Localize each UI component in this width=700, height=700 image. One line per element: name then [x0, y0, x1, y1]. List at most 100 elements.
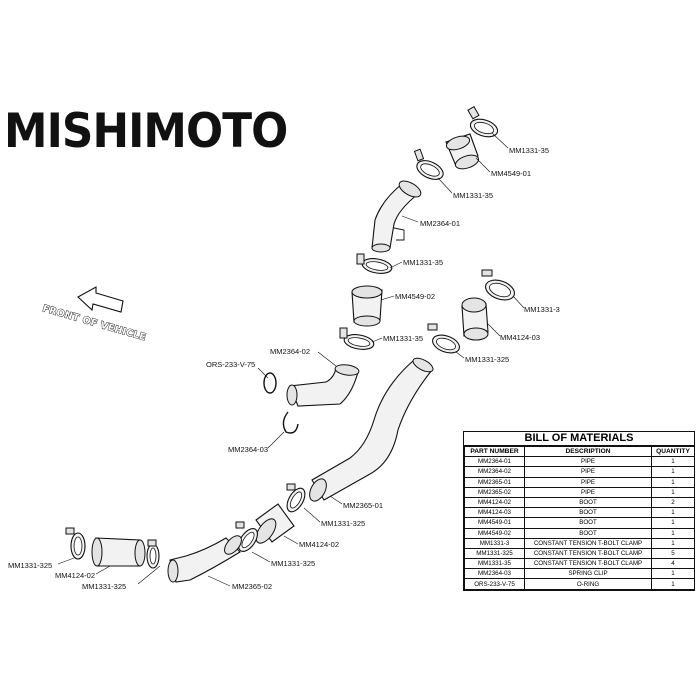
bom-part-number: MM2365-02 [464, 486, 525, 498]
bom-part-number: MM2364-03 [464, 568, 525, 580]
callout-boot-mm4124-02-mid: MM4124-02 [299, 540, 339, 549]
bom-part-number: MM1331-35 [464, 558, 525, 570]
callout-clamp-mm1331-3: MM1331-3 [524, 305, 560, 314]
callout-spring-clip: MM2364-03 [228, 445, 268, 454]
callout-pipe-mm2364-02: MM2364-02 [270, 347, 310, 356]
bom-part-number: MM4124-03 [464, 507, 525, 519]
bom-quantity: 1 [651, 527, 695, 539]
callout-clamp-top: MM1331-35 [509, 146, 549, 155]
bom-title: BILL OF MATERIALS [464, 432, 694, 446]
callout-boot-mm4549-01: MM4549-01 [491, 169, 531, 178]
pipe-mm2364-02 [286, 364, 360, 407]
boot-mm4549-01 [445, 133, 480, 170]
callout-clamp-lower-mid: MM1331-325 [321, 519, 365, 528]
bom-quantity: 5 [651, 547, 695, 560]
callout-clamp-right: MM1331-325 [465, 355, 509, 364]
bom-part-number: MM1331-325 [464, 547, 525, 560]
callout-o-ring: ORS-233-V-75 [206, 360, 255, 369]
bom-part-number: MM2364-01 [464, 456, 525, 468]
bom-quantity: 1 [651, 507, 695, 519]
pipe-mm2364-01 [371, 180, 422, 253]
bom-part-number: MM4549-02 [464, 527, 525, 539]
front-arrow-icon [77, 286, 124, 313]
bom-description: BOOT [524, 496, 652, 509]
bom-quantity: 4 [651, 558, 695, 570]
bom-description: PIPE [524, 486, 652, 498]
bom-header-row: PART NUMBER DESCRIPTION QUANTITY [464, 445, 695, 458]
callout-boot-mm4549-02: MM4549-02 [395, 292, 435, 301]
clamp-mm1331-35-mid [356, 253, 393, 274]
bom-description: PIPE [524, 476, 652, 488]
callout-boot-mm4124-03: MM4124-03 [500, 333, 540, 342]
bom-description: SPRING CLIP [524, 568, 652, 580]
brand-logo: MISHIMOTO [4, 104, 288, 159]
callout-clamp-mid: MM1331-35 [403, 258, 443, 267]
clamp-mm1331-35-lower [339, 327, 375, 350]
bom-description: BOOT [524, 507, 652, 519]
clamp-mm1331-325-bottom-left [65, 527, 86, 560]
boot-mm4549-02 [351, 285, 383, 327]
bom-description: BOOT [524, 517, 652, 529]
bom-quantity: 1 [651, 486, 695, 498]
bom-description: BOOT [524, 527, 652, 539]
callout-boot-mm4124-02-bottom: MM4124-02 [55, 571, 95, 580]
bill-of-materials: BILL OF MATERIALS PART NUMBER DESCRIPTIO… [463, 431, 695, 591]
callout-clamp-bottom-right: MM1331-325 [82, 582, 126, 591]
bom-header-part-number: PART NUMBER [464, 445, 525, 458]
pipe-mm2365-01 [309, 357, 434, 502]
bom-part-number: ORS-233-V-75 [464, 578, 525, 590]
boot-mm4124-03 [461, 297, 489, 341]
o-ring-ors-233-v-75 [263, 372, 277, 394]
bom-quantity: 1 [651, 578, 695, 590]
bom-description: O-RING [524, 578, 652, 590]
bom-quantity: 1 [651, 466, 695, 478]
leader-lines [57, 132, 525, 587]
bom-quantity: 1 [651, 568, 695, 580]
clamp-mm1331-325-lower-mid [286, 483, 306, 513]
callout-clamp-lower: MM1331-35 [383, 334, 423, 343]
clamp-mm1331-35-upper [413, 148, 444, 180]
spring-clip-mm2364-03 [282, 411, 299, 434]
callout-pipe-mm2365-01: MM2365-01 [343, 501, 383, 510]
bom-header-quantity: QUANTITY [651, 445, 695, 458]
bom-quantity: 1 [651, 476, 695, 488]
callout-clamp-mid-bottom: MM1331-325 [271, 559, 315, 568]
bom-part-number: MM2364-02 [464, 466, 525, 478]
callout-pipe-mm2364-01: MM2364-01 [420, 219, 460, 228]
clamp-mm1331-35-top [467, 105, 499, 138]
bom-quantity: 1 [651, 517, 695, 529]
pipe-mm2365-02 [167, 535, 242, 583]
bom-quantity: 2 [651, 496, 695, 509]
bom-part-number: MM1331-3 [464, 537, 525, 549]
bom-description: PIPE [524, 456, 652, 468]
bom-description: PIPE [524, 466, 652, 478]
bom-table: PART NUMBER DESCRIPTION QUANTITY MM2364-… [464, 445, 695, 590]
clamp-mm1331-3 [481, 269, 515, 301]
bom-description: CONSTANT TENSION T-BOLT CLAMP [524, 537, 652, 549]
clamp-mm1331-325-right [427, 323, 460, 354]
callout-pipe-mm2365-02: MM2365-02 [232, 582, 272, 591]
bom-quantity: 1 [651, 537, 695, 549]
bom-description: CONSTANT TENSION T-BOLT CLAMP [524, 558, 652, 570]
clamp-mm1331-325-bottom-right [146, 539, 160, 569]
boot-mm4124-02-bottom [91, 537, 146, 567]
boot-mm4124-02-mid [255, 503, 295, 544]
bom-description: CONSTANT TENSION T-BOLT CLAMP [524, 547, 652, 560]
clamp-mm1331-325-mid [235, 521, 258, 552]
bom-header-description: DESCRIPTION [524, 445, 652, 458]
bom-part-number: MM4549-01 [464, 517, 525, 529]
